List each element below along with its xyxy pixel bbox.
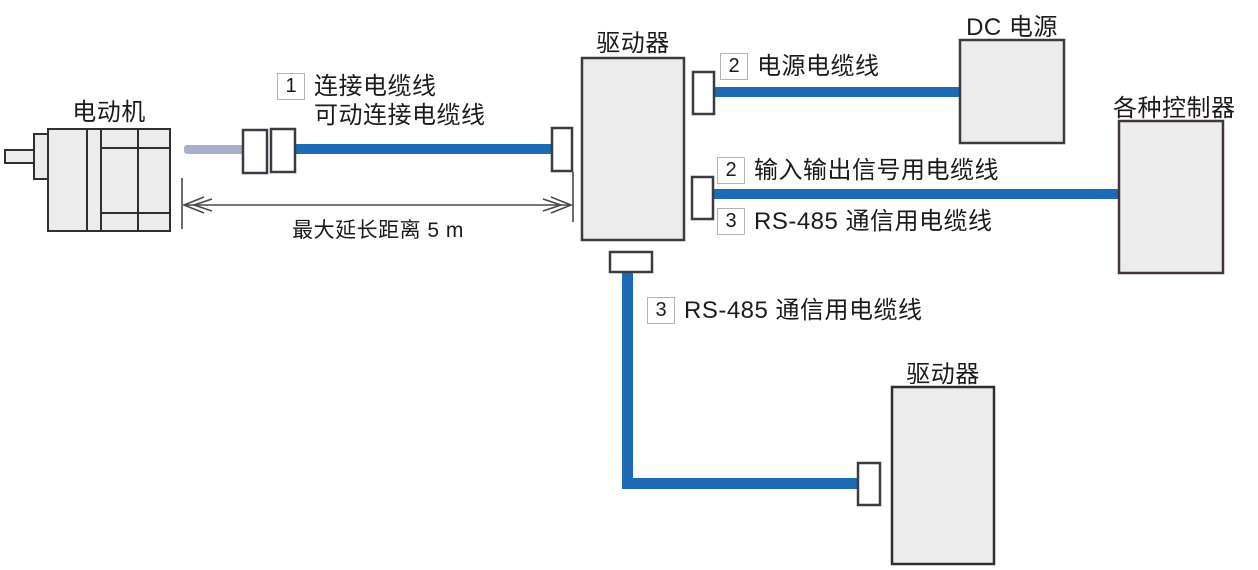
note-connection-number: 1 [277, 73, 305, 100]
dimension-arrowhead-left [181, 196, 205, 214]
note-power-number: 2 [720, 53, 748, 80]
max-distance-label: 最大延长距离 5 m [292, 219, 464, 242]
motor-body [47, 128, 171, 232]
dimension-arrowhead-left-inner [191, 198, 213, 212]
note-power-cable: 2 电源电缆线 [720, 52, 880, 81]
cable-power [714, 87, 962, 97]
note-io-number: 2 [717, 157, 745, 184]
dimension-arrowhead-right [550, 196, 574, 214]
motor-flange [33, 133, 49, 180]
driver-top-label: 驱动器 [596, 30, 670, 57]
connector-driver-left [550, 126, 574, 173]
motor-shaft [4, 149, 35, 164]
controllers-box [1117, 119, 1225, 275]
cable-rs485-horizontal [622, 478, 860, 489]
connector-driver2-left [856, 461, 882, 507]
dc-power-label: DC 电源 [966, 14, 1058, 41]
note-rs485-upper-text: RS-485 通信用电缆线 [754, 208, 993, 235]
cable-io-rs485 [713, 189, 1121, 199]
dimension-arrowhead-right-inner [542, 198, 564, 212]
note-rs485-upper-cable: 3 RS-485 通信用电缆线 [717, 207, 993, 236]
note-connection-cable: 1 连接电缆线 可动连接电缆线 [277, 72, 486, 130]
note-connection-line2: 可动连接电缆线 [314, 102, 486, 129]
note-io-cable: 2 输入输出信号用电缆线 [717, 156, 999, 185]
note-io-text: 输入输出信号用电缆线 [754, 157, 999, 184]
note-rs485-lower-text: RS-485 通信用电缆线 [684, 297, 923, 324]
controllers-label: 各种控制器 [1113, 95, 1236, 122]
driver-bottom-label: 驱动器 [906, 361, 980, 388]
cable-motor-lead [184, 145, 245, 154]
driver-top-box [580, 56, 686, 242]
note-rs485-upper-number: 3 [717, 208, 745, 235]
cable-rs485-vertical [622, 270, 633, 489]
note-connection-text: 连接电缆线 可动连接电缆线 [314, 72, 486, 130]
connector-motor-cable-1 [241, 128, 269, 175]
cable-connection [293, 144, 554, 154]
dimension-arrow [181, 172, 574, 229]
motor-drawing [4, 128, 171, 232]
note-connection-line1: 连接电缆线 [314, 73, 437, 100]
note-rs485-lower-number: 3 [647, 297, 675, 324]
motor-label: 电动机 [72, 99, 146, 126]
driver-bottom-box [890, 385, 996, 566]
note-power-text: 电源电缆线 [757, 53, 880, 80]
connector-driver-io [690, 175, 715, 221]
dc-power-box [958, 38, 1066, 145]
connector-driver-power [691, 70, 716, 116]
note-rs485-lower-cable: 3 RS-485 通信用电缆线 [647, 296, 923, 325]
connector-driver-bottom [608, 250, 654, 274]
connector-motor-cable-2 [269, 127, 297, 174]
